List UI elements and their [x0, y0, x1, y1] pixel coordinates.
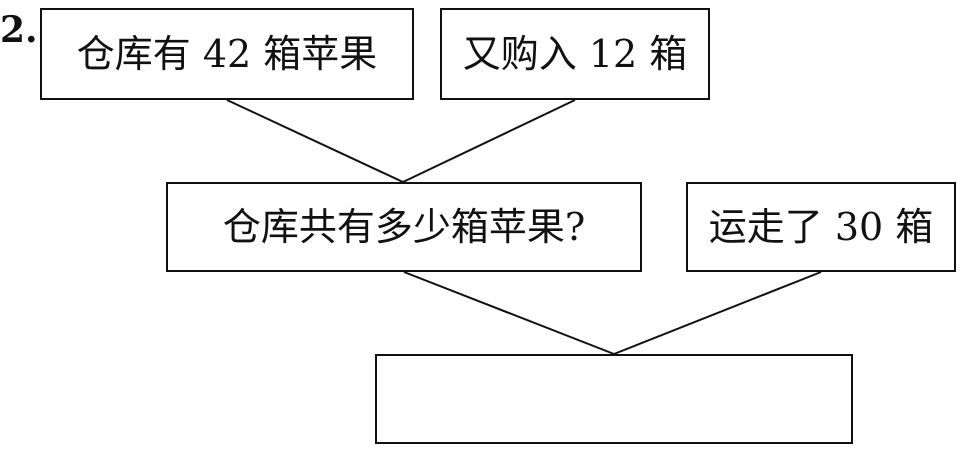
bought-more-box: 又购入 12 箱 — [440, 8, 710, 100]
total-question-text: 仓库共有多少箱苹果? — [222, 205, 586, 249]
connector-shipped-to-answer — [613, 271, 822, 355]
warehouse-apples-text: 仓库有 42 箱苹果 — [76, 32, 378, 76]
shipped-away-text: 运走了 30 箱 — [708, 205, 934, 249]
bought-more-text: 又购入 12 箱 — [462, 32, 688, 76]
connector-warehouse-to-total — [226, 99, 404, 183]
answer-box[interactable] — [375, 354, 853, 444]
warehouse-apples-box: 仓库有 42 箱苹果 — [40, 8, 414, 100]
shipped-away-box: 运走了 30 箱 — [686, 182, 956, 272]
connector-bought-to-total — [402, 99, 576, 183]
connector-total-to-answer — [403, 271, 615, 355]
total-question-box: 仓库共有多少箱苹果? — [166, 182, 642, 272]
question-number: 2. — [0, 9, 38, 51]
